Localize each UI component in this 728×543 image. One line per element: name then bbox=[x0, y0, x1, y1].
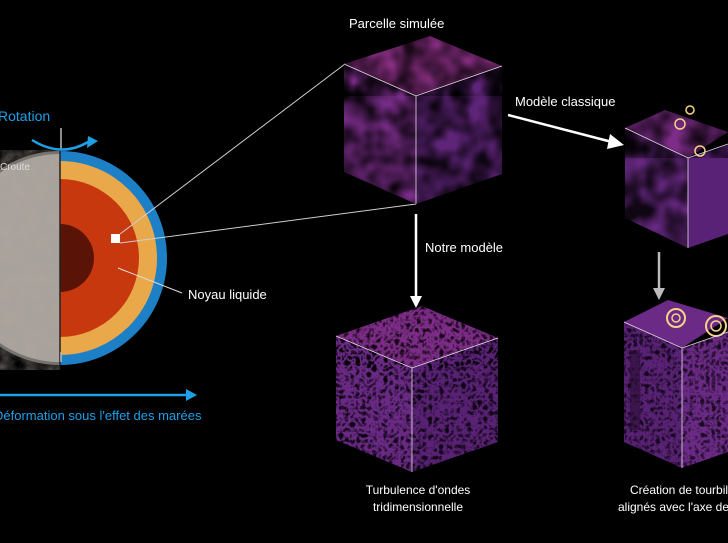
planet-cross-section bbox=[0, 128, 197, 401]
turbulence-line1: Turbulence d'ondes bbox=[365, 483, 471, 497]
vortex-icon bbox=[674, 118, 686, 130]
turbulence-label: Turbulence d'ondes tridimensionnelle bbox=[348, 482, 488, 516]
arrow-classique bbox=[507, 113, 624, 149]
parcelle-label: Parcelle simulée bbox=[349, 16, 445, 31]
creation-line1: Création de tourbillons bbox=[630, 483, 728, 497]
creation-label: Création de tourbillons alignés avec l'a… bbox=[618, 482, 728, 516]
turbulence-line2: tridimensionnelle bbox=[372, 500, 464, 514]
rotation-arrow bbox=[31, 138, 89, 151]
parcel-marker bbox=[111, 234, 120, 243]
core-layer bbox=[60, 179, 139, 337]
arrow-notre-modele bbox=[410, 214, 422, 308]
noyau-pointer bbox=[117, 267, 183, 294]
vortex-icon bbox=[694, 145, 706, 157]
rotation-label: Rotation bbox=[0, 108, 51, 124]
cube-turbulence bbox=[335, 306, 499, 472]
noyau-label: Noyau liquide bbox=[188, 287, 267, 302]
arrow-classique-down bbox=[653, 252, 665, 300]
notre-modele-label: Notre modèle bbox=[425, 240, 504, 255]
creation-line2: alignés avec l'axe de rotation bbox=[618, 500, 728, 514]
vortex-icon bbox=[666, 308, 686, 328]
modele-classique-label: Modèle classique bbox=[515, 94, 616, 109]
cube-tourbillons bbox=[623, 300, 728, 468]
vortex-icon bbox=[685, 105, 695, 115]
cube-parcelle bbox=[343, 36, 503, 204]
zoom-lines bbox=[119, 63, 417, 244]
tidal-label: Déformation sous l'effet des marées bbox=[0, 408, 202, 423]
croute-label: Croute bbox=[0, 162, 31, 173]
cube-classique bbox=[624, 105, 728, 248]
inner-core bbox=[60, 224, 94, 292]
icy-surface bbox=[0, 148, 60, 370]
